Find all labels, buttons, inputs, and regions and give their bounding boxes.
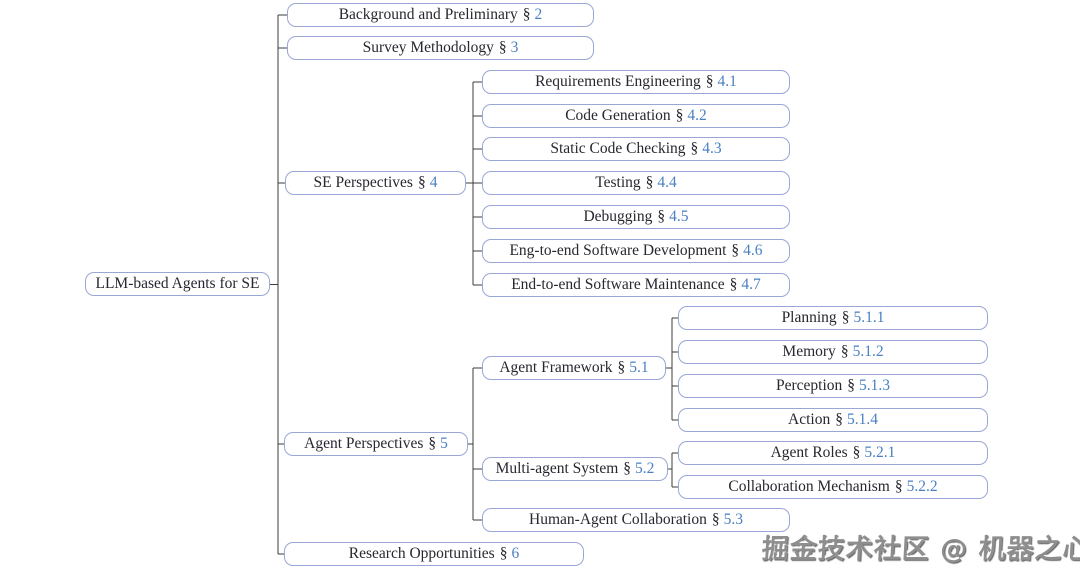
section-symbol: § [705,73,714,90]
node-label: Perception [775,377,843,394]
connector-agent-perspectives [468,367,482,521]
node-label: Research Opportunities [348,545,495,562]
node-static-code-checking: Static Code Checking § 4.3 [482,137,790,161]
section-number: 2 [534,6,543,23]
section-symbol: § [657,208,666,225]
node-label: Action [788,411,831,428]
node-testing: Testing § 4.4 [482,171,790,195]
section-number: 5.1 [629,359,649,376]
section-number: 4.4 [657,174,677,191]
node-label: Debugging [583,208,653,225]
watermark: 掘金技术社区 @ 机器之心 [761,534,1080,565]
section-symbol: § [498,39,507,56]
node-agent-framework: Agent Framework § 5.1 [482,356,666,380]
section-symbol: § [847,377,856,394]
section-number: 5.1.2 [852,343,884,360]
section-number: 5.2.1 [864,444,896,461]
section-number: 5.2.2 [906,478,938,495]
section-symbol: § [617,359,626,376]
node-label: Agent Framework [499,359,613,376]
node-label: Collaboration Mechanism [728,478,890,495]
section-symbol: § [645,174,654,191]
section-number: 4.7 [741,276,761,293]
section-symbol: § [690,140,699,157]
section-symbol: § [835,411,843,428]
node-planning: Planning § 5.1.1 [678,306,988,330]
node-label: Background and Preliminary [338,6,518,23]
node-label: Human-Agent Collaboration [529,511,707,528]
node-label: Survey Methodology [362,39,494,56]
section-number: 5.2 [635,460,655,477]
node-label: SE Perspectives [313,174,413,191]
node-label: Memory [782,343,836,360]
node-multi-agent-system: Multi-agent System § 5.2 [482,457,668,481]
node-research-opportunities: Research Opportunities § 6 [284,542,584,566]
node-survey-methodology: Survey Methodology § 3 [287,36,594,60]
section-number: 4.5 [669,208,689,225]
section-symbol: § [711,511,720,528]
section-number: 4.3 [702,140,722,157]
node-label: End-to-end Software Maintenance [511,276,725,293]
section-symbol: § [417,174,426,191]
node-se-perspectives: SE Perspectives § 4 [285,171,466,195]
section-number: 5.1.4 [846,411,878,428]
section-number: 5 [440,435,448,452]
node-perception: Perception § 5.1.3 [678,374,988,398]
section-number: 5.1.1 [853,309,885,326]
section-number: 4.1 [717,73,737,90]
section-number: 4.6 [743,242,763,259]
node-agent-roles: Agent Roles § 5.2.1 [678,441,988,465]
section-symbol: § [852,444,861,461]
node-end-to-end-software-maintenance: End-to-end Software Maintenance § 4.7 [482,273,790,297]
section-number: 4 [429,174,438,191]
section-number: 5.1.3 [859,377,891,394]
node-human-agent-collaboration: Human-Agent Collaboration § 5.3 [482,508,790,532]
section-symbol: § [841,309,850,326]
node-label: Agent Roles [770,444,848,461]
section-number: 4.2 [687,107,707,124]
node-llm-based-agents-for-se: LLM-based Agents for SE [85,272,270,296]
node-label: Planning [781,309,837,326]
node-memory: Memory § 5.1.2 [678,340,988,364]
node-label: Requirements Engineering [535,73,701,90]
section-symbol: § [729,276,738,293]
section-symbol: § [428,435,437,452]
node-requirements-engineering: Requirements Engineering § 4.1 [482,70,790,94]
section-number: 5.3 [723,511,743,528]
section-symbol: § [623,460,632,477]
node-eng-to-end-software-development: Eng-to-end Software Development § 4.6 [482,239,790,263]
node-debugging: Debugging § 4.5 [482,205,790,229]
connector-multi-agent-system [668,452,678,488]
node-agent-perspectives: Agent Perspectives § 5 [284,432,468,456]
section-symbol: § [894,478,903,495]
node-action: Action § 5.1.4 [678,408,988,432]
node-label: Code Generation [565,107,671,124]
section-symbol: § [840,343,849,360]
node-label: Eng-to-end Software Development [509,242,727,259]
node-label: Agent Perspectives [304,435,424,452]
connector-root-to-level1 [270,14,287,555]
connector-agent-framework [666,317,678,421]
section-symbol: § [675,107,684,124]
node-label: Testing [595,174,641,191]
section-symbol: § [731,242,740,259]
node-label: Multi-agent System [495,460,619,477]
node-background-and-preliminary: Background and Preliminary § 2 [287,3,594,27]
connector-se-perspectives [466,81,482,286]
node-collaboration-mechanism: Collaboration Mechanism § 5.2.2 [678,475,988,499]
node-label: LLM-based Agents for SE [95,275,260,292]
section-symbol: § [499,545,508,562]
node-code-generation: Code Generation § 4.2 [482,104,790,128]
section-number: 6 [511,545,520,562]
section-number: 3 [510,39,519,56]
section-symbol: § [522,6,531,23]
node-label: Static Code Checking [550,140,686,157]
